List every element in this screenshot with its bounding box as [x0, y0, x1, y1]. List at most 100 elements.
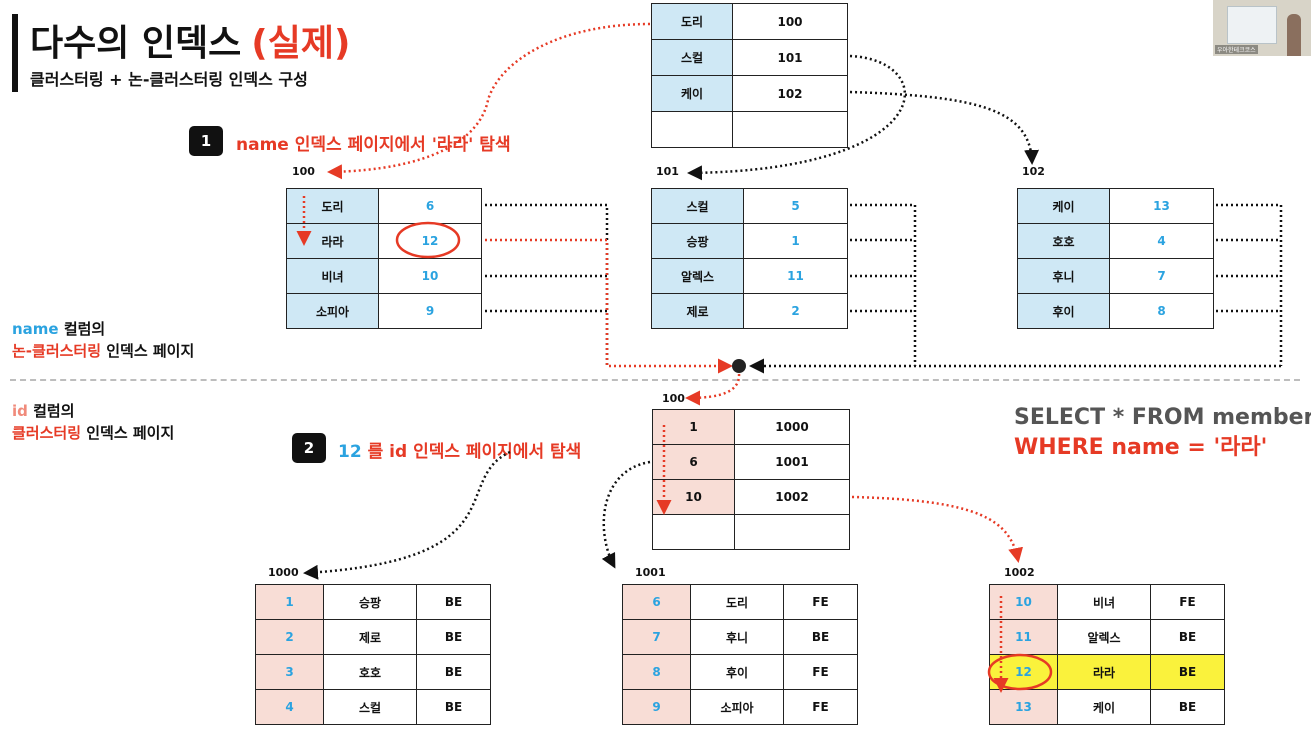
- id-root-ptr: 1000: [734, 409, 850, 445]
- data-row-id: 3: [255, 654, 324, 690]
- id-index-col: id: [12, 402, 28, 420]
- step-two-number: 12: [338, 442, 362, 462]
- id-root-key: 1: [652, 409, 735, 445]
- red-path-to-junction: [485, 238, 733, 374]
- step-two-badge: 2: [292, 433, 326, 463]
- name-index-type: 논-클러스터링: [12, 342, 102, 360]
- id-root-empty: [734, 514, 850, 550]
- name-index-label: name 컬럼의 논-클러스터링 인덱스 페이지: [12, 318, 194, 362]
- name-index-line2: 인덱스 페이지: [101, 342, 195, 360]
- data-row-team: BE: [1150, 619, 1225, 655]
- id-root-label: 100: [662, 392, 685, 405]
- name-root-key: 도리: [651, 3, 733, 40]
- data-row-id: 1: [255, 584, 324, 620]
- name-leaf-id: 5: [743, 188, 848, 224]
- arrow-junction-to-idroot: [685, 373, 741, 406]
- data-page-1000-label: 1000: [268, 566, 299, 579]
- arrow-idroot-to-1002: [851, 495, 1023, 563]
- data-row-team: BE: [1150, 689, 1225, 725]
- name-leaf-key: 라라: [286, 223, 379, 259]
- data-row-id: 4: [255, 689, 324, 725]
- data-row-team: FE: [783, 689, 858, 725]
- junction-node: [732, 359, 746, 373]
- step-two-rest: 를 id 인덱스 페이지에서 탐색: [367, 442, 582, 462]
- webcam-thumbnail: 우아한테크코스: [1213, 0, 1311, 56]
- leaf102-connectors: [1216, 203, 1283, 366]
- id-root-ptr: 1001: [734, 444, 850, 480]
- data-row-team: FE: [783, 584, 858, 620]
- name-leaf-100-label: 100: [292, 165, 315, 178]
- arrow-root-to-leaf101: [687, 54, 907, 181]
- name-root-empty: [732, 111, 848, 148]
- name-leaf-key: 후이: [1017, 293, 1110, 329]
- name-leaf-id: 9: [378, 293, 482, 329]
- data-row-id: 8: [622, 654, 691, 690]
- name-leaf-key: 제로: [651, 293, 744, 329]
- name-index-col: name: [12, 320, 59, 338]
- name-leaf-id-target: 12: [378, 223, 482, 259]
- data-row-name: 제로: [323, 619, 417, 655]
- name-leaf-key: 소피아: [286, 293, 379, 329]
- id-index-type: 클러스터링: [12, 424, 82, 442]
- title-accent: (실제): [251, 23, 351, 64]
- name-leaf-id: 6: [378, 188, 482, 224]
- name-root-empty: [651, 111, 733, 148]
- name-root-key: 스컬: [651, 39, 733, 76]
- sql-select: SELECT * FROM member: [1014, 405, 1311, 430]
- name-leaf-key: 비녀: [286, 258, 379, 294]
- name-leaf-101-label: 101: [656, 165, 679, 178]
- leaf100-connectors: [485, 203, 609, 366]
- name-leaf-key: 스컬: [651, 188, 744, 224]
- name-leaf-id: 2: [743, 293, 848, 329]
- arrow-idroot-to-1001: [601, 460, 651, 569]
- id-index-label: id 컬럼의 클러스터링 인덱스 페이지: [12, 400, 174, 444]
- data-row-name: 비녀: [1057, 584, 1151, 620]
- step-two-text: 12 를 id 인덱스 페이지에서 탐색: [338, 437, 581, 462]
- circle-id-12: [395, 221, 461, 259]
- webcam-screen: [1227, 6, 1277, 44]
- name-leaf-102-label: 102: [1022, 165, 1045, 178]
- id-index-line1: 컬럼의: [27, 402, 75, 420]
- page-title: 다수의 인덱스(실제): [30, 14, 350, 66]
- name-leaf-key: 승팡: [651, 223, 744, 259]
- data-row-name-highlight: 라라: [1057, 654, 1151, 690]
- name-root-ptr: 100: [732, 3, 848, 40]
- arrow-root-to-leaf100: [327, 22, 651, 180]
- data-row-team: FE: [783, 654, 858, 690]
- data-row-team: BE: [416, 689, 491, 725]
- arrow-root-to-leaf102: [849, 90, 1040, 165]
- id-root-empty: [652, 514, 735, 550]
- arrow-idroot-to-1000: [303, 450, 511, 580]
- name-leaf-id: 13: [1109, 188, 1214, 224]
- id-index-line2: 인덱스 페이지: [81, 424, 175, 442]
- data-row-id: 9: [622, 689, 691, 725]
- data-page-1001-label: 1001: [635, 566, 666, 579]
- sql-query: SELECT * FROM member WHERE name = '라라': [1014, 403, 1311, 463]
- sql-where: WHERE name = '라라': [1014, 435, 1268, 460]
- webcam-caption: 우아한테크코스: [1215, 45, 1258, 54]
- page-subtitle: 클러스터링 + 논-클러스터링 인덱스 구성: [30, 70, 308, 89]
- data-row-team: BE: [416, 619, 491, 655]
- name-index-line1: 컬럼의: [58, 320, 106, 338]
- data-row-team: BE: [416, 654, 491, 690]
- data-row-name: 소피아: [690, 689, 784, 725]
- name-leaf-id: 1: [743, 223, 848, 259]
- leaf101-connectors: [850, 203, 917, 366]
- title-bar-accent: [12, 14, 18, 92]
- section-divider: [10, 379, 1300, 381]
- title-main: 다수의 인덱스: [30, 23, 242, 64]
- data-page-1002-label: 1002: [1004, 566, 1035, 579]
- data-row-id: 13: [989, 689, 1058, 725]
- name-leaf-key: 호호: [1017, 223, 1110, 259]
- step-one-badge: 1: [189, 126, 223, 156]
- name-leaf-key: 도리: [286, 188, 379, 224]
- data-row-name: 케이: [1057, 689, 1151, 725]
- name-leaf-id: 7: [1109, 258, 1214, 294]
